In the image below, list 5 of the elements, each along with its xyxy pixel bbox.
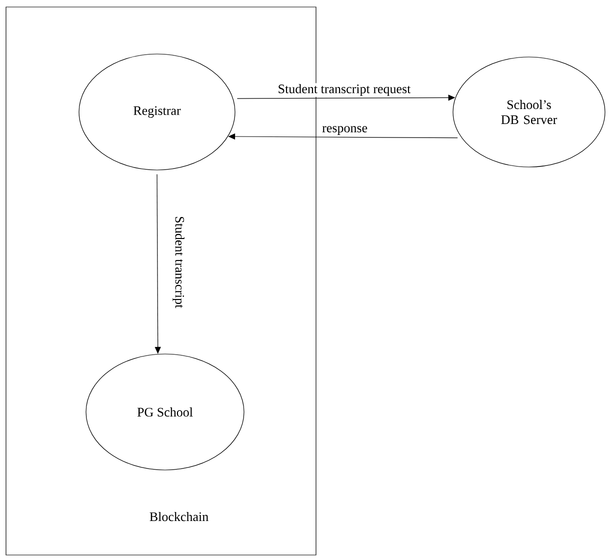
- edge-label: Student transcript request: [276, 83, 412, 97]
- edge-label: response: [321, 125, 369, 136]
- frame-box: [6, 6, 316, 556]
- frame-label: Blockchain: [150, 512, 208, 522]
- edge-label: Student transcript: [172, 215, 186, 310]
